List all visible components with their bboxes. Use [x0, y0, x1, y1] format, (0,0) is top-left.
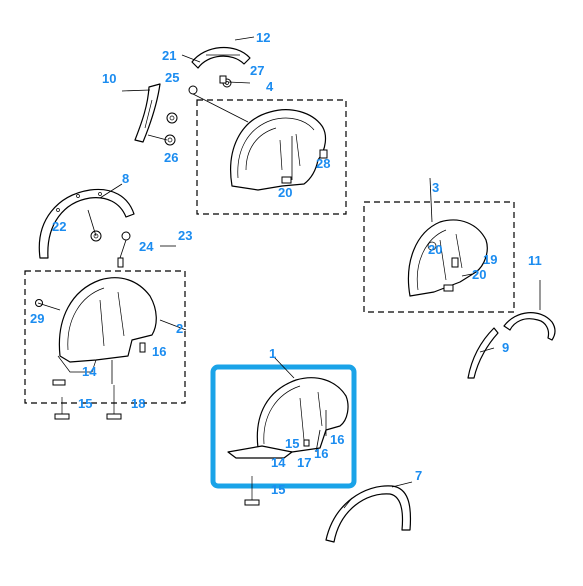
screw-15-liner1 [244, 476, 260, 506]
part-11-arch-trim [503, 312, 556, 341]
callout-26: 26 [164, 150, 178, 165]
callout-19: 19 [483, 252, 497, 267]
callout-10: 10 [102, 71, 116, 86]
callout-7: 7 [415, 468, 422, 483]
liner-top [230, 109, 327, 191]
fastener-14-liner2 [52, 379, 66, 386]
callout-17: 17 [297, 455, 311, 470]
part-7-arch-trim [325, 485, 412, 543]
group-box-3 [363, 201, 515, 313]
part-10-trim-strip [134, 83, 161, 143]
fastener-24 [121, 231, 131, 241]
callout-21: 21 [162, 48, 176, 63]
callout-20-right-a: 20 [428, 242, 442, 257]
callout-20-top: 20 [278, 185, 292, 200]
group-box-2 [24, 270, 186, 404]
screw-15-liner2 [54, 397, 70, 420]
callout-14-liner2: 14 [82, 364, 97, 379]
callout-18: 18 [131, 396, 145, 411]
fastener-26b [164, 134, 176, 146]
leader-lines [37, 36, 541, 488]
callout-27: 27 [250, 63, 264, 78]
callout-25: 25 [165, 70, 179, 85]
callout-16-liner2: 16 [152, 344, 166, 359]
part-8-arch-trim [38, 188, 135, 259]
callout-16-liner1-b: 16 [314, 446, 328, 461]
callout-20-right-b: 20 [472, 267, 486, 282]
callout-4: 4 [266, 79, 274, 94]
callout-23: 23 [178, 228, 192, 243]
callout-9: 9 [502, 340, 509, 355]
callout-15-liner2: 15 [78, 396, 92, 411]
fastener-16-liner2 [139, 342, 146, 353]
callout-15-liner1: 15 [285, 436, 299, 451]
callout-3: 3 [432, 180, 439, 195]
fastener-4 [219, 75, 227, 84]
liner-2 [57, 277, 157, 373]
callout-8: 8 [122, 171, 129, 186]
callout-14-liner1: 14 [271, 455, 286, 470]
callout-16-liner1-a: 16 [330, 432, 344, 447]
callout-2: 2 [176, 321, 183, 336]
fastener-20-top [281, 176, 292, 184]
part-9-arch-trim [467, 327, 499, 379]
callout-28: 28 [316, 156, 330, 171]
part-12-trim-arc [191, 46, 251, 69]
fastener-20-right [443, 284, 454, 292]
fastener-23 [117, 257, 124, 268]
liner-3 [407, 219, 488, 297]
callout-22: 22 [52, 219, 66, 234]
group-box-top [196, 99, 347, 215]
callout-15-bottom: 15 [271, 482, 285, 497]
callout-11: 11 [528, 253, 542, 268]
fastener-28 [319, 149, 328, 159]
callout-labels: 12 21 25 27 4 10 26 28 20 8 3 22 23 24 2… [30, 30, 542, 497]
callout-1: 1 [269, 346, 276, 361]
fastener-25 [188, 85, 198, 95]
callout-29: 29 [30, 311, 44, 326]
fastener-26a [166, 112, 178, 124]
callout-12: 12 [256, 30, 270, 45]
fastener-19 [451, 257, 459, 268]
liner-1 [227, 377, 349, 459]
callout-24: 24 [139, 239, 154, 254]
fastener-17 [303, 439, 310, 447]
screw-18-liner2 [106, 385, 122, 420]
